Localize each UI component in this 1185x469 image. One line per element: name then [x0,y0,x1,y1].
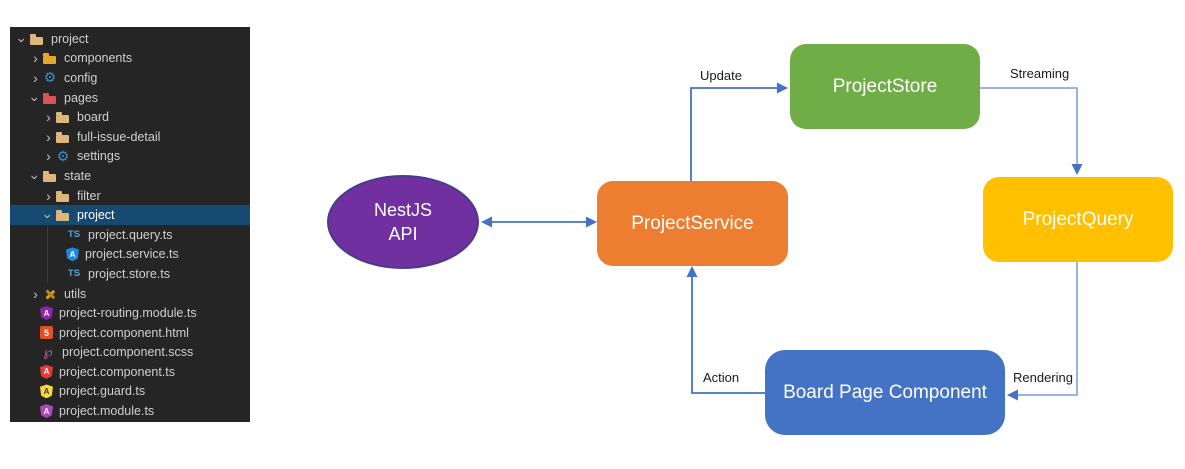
ts-icon: TS [67,268,81,280]
arrowhead-right-icon [777,82,788,94]
tree-item-label: board [77,110,109,125]
components-icon [42,50,58,66]
ts-icon: TS [67,229,81,241]
edge-label-streaming: Streaming [1010,66,1070,81]
chevron-down-icon[interactable]: › [27,174,44,180]
node-label: ProjectQuery [1022,208,1134,230]
chevron-right-icon[interactable]: › [46,148,51,165]
tree-item-label: project.module.ts [59,404,155,419]
tree-item-label: pages [64,90,99,105]
tree-item-label: project [51,31,89,46]
tree-item-label: project.component.html [59,325,189,340]
node-board-page-component: Board Page Component [765,350,1005,435]
folder-icon [55,207,71,223]
ng-module-icon: A [40,404,53,419]
arrowhead-left-icon [481,216,492,228]
indent-guide [47,226,48,283]
file-explorer-panel: ›project›components›⚙config›pages›board›… [10,27,250,422]
arrowhead-down-icon [1071,164,1083,175]
edge-label-action: Action [703,370,740,385]
tools-icon [42,286,58,302]
node-label: API [388,224,418,244]
node-project-store: ProjectStore [790,44,980,129]
tree-item-label: state [64,168,92,183]
tree-item-label: config [64,70,98,85]
tree-item-project.component.scss[interactable]: ℘ project.component.scss [10,343,250,363]
tree-item-project.store.ts[interactable]: TS project.store.ts [10,264,250,284]
ng-routing-icon: A [40,306,53,321]
folder-icon [55,109,71,125]
tree-item-label: filter [77,188,101,203]
folder-icon [29,31,45,47]
tree-item-label: full-issue-detail [77,129,161,144]
folder-pages-icon [42,90,58,106]
edge-update-line [690,87,785,181]
chevron-down-icon[interactable]: › [40,214,57,219]
ng-component-icon: A [40,364,53,379]
node-label: NestJS [373,199,433,220]
node-project-query: ProjectQuery [983,177,1173,262]
tree-item-pages[interactable]: › pages [10,88,250,108]
chevron-down-icon[interactable]: › [27,96,44,102]
tree-item-full-issue-detail[interactable]: › full-issue-detail [10,127,250,147]
edge-label-update: Update [700,68,742,83]
tree-item-label: project.guard.ts [59,384,146,399]
tree-item-label: utils [64,286,87,301]
tree-item-filter[interactable]: › filter [10,186,250,206]
tree-item-label: settings [77,149,121,164]
chevron-down-icon[interactable]: › [14,37,31,43]
tree-item-components[interactable]: › components [10,49,250,69]
tree-item-label: project.component.scss [62,345,194,360]
arrowhead-left-icon [1007,389,1018,401]
ng-guard-icon: A [40,384,53,399]
node-label: ProjectService [631,212,754,234]
chevron-right-icon[interactable]: › [46,187,51,204]
chevron-right-icon[interactable]: › [33,69,38,86]
folder-icon [55,188,71,204]
tree-item-settings[interactable]: › ⚙ settings [10,147,250,167]
ng-service-icon: A [66,247,79,262]
arrowhead-up-icon [686,266,698,277]
tree-item-config[interactable]: › ⚙ config [10,68,250,88]
tree-item-state[interactable]: › state [10,166,250,186]
tree-item-label: components [64,51,133,66]
folder-icon [42,168,58,184]
tree-item-project.component.html[interactable]: 5 project.component.html [10,323,250,343]
tree-item-label: project.store.ts [88,266,170,281]
chevron-right-icon[interactable]: › [33,50,38,67]
tree-item-utils[interactable]: › utils [10,284,250,304]
node-label: ProjectStore [832,75,938,97]
node-project-service: ProjectService [597,181,788,266]
tree-item-project[interactable]: › project [10,29,250,49]
tree-item-label: project.component.ts [59,364,176,379]
node-nestjs-api: NestJS API [327,175,479,269]
arrowhead-right-icon [586,216,597,228]
scss-icon: ℘ [43,344,53,360]
tree-item-project[interactable]: › project [10,205,250,225]
chevron-right-icon[interactable]: › [46,128,51,145]
tree-item-project.query.ts[interactable]: TS project.query.ts [10,225,250,245]
folder-icon [55,129,71,145]
tree-item-label: project.query.ts [88,227,173,242]
gear-icon: ⚙ [43,69,57,86]
html-icon: 5 [40,326,53,340]
node-label: Board Page Component [783,381,987,403]
chevron-right-icon[interactable]: › [46,109,51,126]
tree-item-label: project.service.ts [85,247,179,262]
tree-item-label: project [77,208,115,223]
tree-item-board[interactable]: › board [10,107,250,127]
edge-streaming-line [980,87,1078,171]
chevron-right-icon[interactable]: › [33,285,38,302]
edge-label-rendering: Rendering [1013,370,1073,385]
file-tree: ›project›components›⚙config›pages›board›… [10,29,250,421]
tree-item-label: project-routing.module.ts [59,306,197,321]
gear-icon: ⚙ [56,147,70,164]
